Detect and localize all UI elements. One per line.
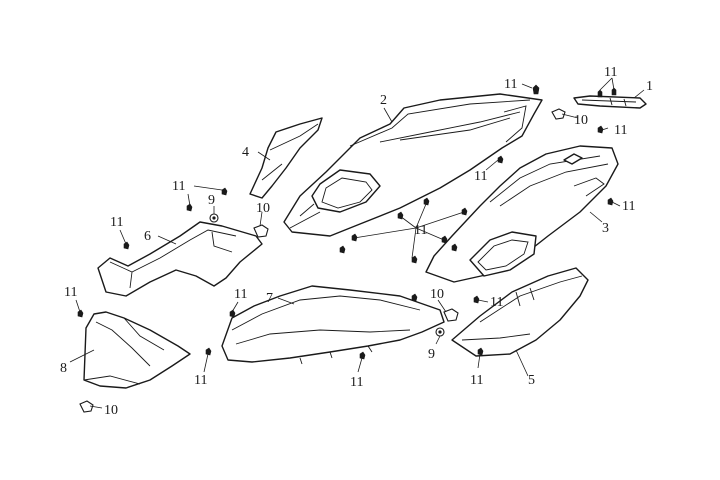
callout-4: 4 [242, 145, 249, 160]
callout-11-top-center: 11 [504, 77, 517, 92]
callout-11-right-lower: 11 [622, 199, 635, 214]
part-2-upper-body-panel [283, 93, 543, 237]
callout-11-lower-center: 11 [350, 375, 363, 390]
callout-10-upper-right: 10 [574, 113, 588, 128]
callout-3: 3 [602, 221, 609, 236]
callout-5: 5 [528, 373, 535, 388]
callout-11-lower-left: 11 [194, 373, 207, 388]
callout-labels: 1 2 3 4 5 6 7 8 9 9 10 10 10 10 11 11 11… [60, 65, 653, 418]
callout-6: 6 [144, 229, 151, 244]
part-5-lower-right-panel [451, 267, 589, 357]
callout-1: 1 [646, 79, 653, 94]
callout-11-center-group: 11 [414, 223, 427, 238]
callout-11-left-panel: 11 [110, 215, 123, 230]
callout-11-lower-right: 11 [470, 373, 483, 388]
clip-set [79, 108, 566, 413]
callout-10-lower-left: 10 [104, 403, 118, 418]
part-7-lower-center-panel [221, 285, 445, 365]
part-1-rear-trim-strip [573, 95, 647, 109]
callout-11-top-right: 11 [604, 65, 617, 80]
callout-10-upper-left: 10 [256, 201, 270, 216]
callout-10-center: 10 [430, 287, 444, 302]
part-6-left-lower-fairing [97, 221, 263, 297]
screw-set [77, 84, 617, 360]
callout-11-right-mid: 11 [490, 295, 503, 310]
leader-lines [69, 77, 645, 409]
callout-7: 7 [266, 291, 273, 306]
callout-9-left: 9 [208, 193, 215, 208]
callout-11-left-upper: 11 [172, 179, 185, 194]
callout-8: 8 [60, 361, 67, 376]
callout-11-right-upper: 11 [614, 123, 627, 138]
callout-9-right: 9 [428, 347, 435, 362]
callout-11-center-left: 11 [234, 287, 247, 302]
grommet-set [209, 213, 445, 337]
callout-11-far-left: 11 [64, 285, 77, 300]
part-3-right-side-cover [425, 145, 619, 283]
part-4-side-bracket [249, 117, 323, 199]
callout-11-mid: 11 [474, 169, 487, 184]
callout-2: 2 [380, 93, 387, 108]
part-8-front-lower-fairing [83, 311, 191, 389]
